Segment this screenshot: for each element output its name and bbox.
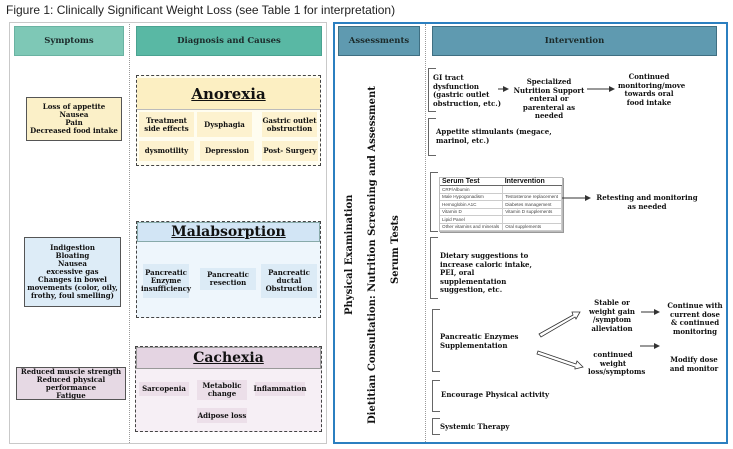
bracket [428,118,436,156]
serum-test: Vitamin D [440,208,504,216]
header-intervention: Intervention [432,26,717,56]
assessment-serum-tests: Serum Tests [390,215,401,285]
dietary-suggestions: Dietary suggestions to increase caloric … [440,251,532,294]
symptom-line: Nausea [59,110,89,119]
header-symptoms: Symptoms [14,26,124,56]
bracket [432,380,440,412]
symptom-line: Changes in bowel [38,275,107,284]
cause-cell: Treatment side effects [139,112,194,137]
table-row: CRP/Albumin [440,185,562,194]
cachexia-title: Cachexia [136,347,321,369]
header-assessments: Assessments [338,26,420,56]
serum-test: Male Hypogonadism [440,193,504,201]
symptom-line: excessive gas [46,267,99,276]
bracket [428,68,436,112]
continued-monitoring: Continued monitoring/move towards oral f… [618,72,686,107]
symptom-line: Loss of appetite [42,102,106,111]
column-divider-left [129,24,130,443]
cause-cell: dysmotility [139,141,194,161]
serum-test: Other vitamins and minerals [440,223,504,231]
continue-current-dose: Continue with current dose & continued m… [667,301,723,336]
cause-cell: Post- Surgery [262,141,318,161]
bracket [432,309,440,372]
symptom-line: Pain [65,118,83,127]
header-diagnosis: Diagnosis and Causes [136,26,322,56]
cause-cell: Sarcopenia [139,382,189,396]
symptom-line: Indigestion [50,243,95,252]
symptoms-malabsorption: Indigestion Bloating Nausea excessive ga… [24,237,121,307]
bracket [430,237,438,299]
cause-cell: Dysphagia [197,112,252,137]
systemic-therapy: Systemic Therapy [440,422,510,431]
anorexia-title: Anorexia [137,78,320,110]
specialized-nutrition: Specialized Nutrition Support enteral or… [513,77,585,120]
continued-weight-loss: continued weight loss/symptoms [588,350,646,376]
symptom-line: Fatigue [56,390,86,400]
serum-header: Serum Test [440,178,503,186]
appetite-stimulants: Appetite stimulants (megace, marinol, et… [436,127,552,145]
serum-test: Lipid Panel [440,215,504,224]
symptoms-anorexia: Loss of appetite Nausea Pain Decreased f… [26,97,122,141]
cause-cell: Adipose loss [197,408,247,423]
cause-cell: Pancreatic ductal Obstruction [261,264,317,298]
symptom-line: Bloating [55,251,90,260]
table-row: Lipid Panel [440,215,562,224]
serum-intervention: Oral supplements [502,223,562,231]
figure-caption: Figure 1: Clinically Significant Weight … [6,3,396,17]
stable-weight-gain: Stable or weight gain /symptom alleviati… [589,298,635,333]
pancreatic-enzymes: Pancreatic Enzymes Supplementation [440,332,519,350]
bracket [430,172,438,232]
assessment-physical-exam: Physical Examination [344,194,355,316]
cause-cell: Inflammation [254,382,307,396]
serum-test: CRP/Albumin [440,185,504,194]
symptom-line: movements (color, oily, [27,283,118,292]
cause-cell: Pancreatic Enzyme insufficiency [141,264,191,298]
serum-intervention [502,185,562,194]
assessment-dietitian: Dietitian Consultation: Nutrition Screen… [367,86,378,424]
symptom-line: Reduced muscle strength [20,366,122,376]
modify-dose: Modify dose and monitor [669,355,719,373]
symptom-line: Nausea [58,259,87,268]
symptoms-cachexia: Reduced muscle strength Reduced physical… [16,367,126,400]
right-panel [333,22,728,444]
cause-cell: Depression [200,141,254,161]
symptom-line: Decreased food intake [30,126,118,135]
serum-header: Intervention [502,178,562,186]
symptom-line: Reduced physical performance [36,374,106,392]
cause-cell: Gastric outlet obstruction [262,112,317,137]
serum-intervention: Testosterone replacement [502,193,562,201]
serum-intervention [502,215,562,224]
symptom-line: frothy, foul smelling) [31,291,114,300]
serum-test-table: Serum Test Intervention CRP/Albumin Male… [439,177,563,232]
gi-dysfunction: GI tract dysfunction (gastric outlet obs… [433,73,502,108]
bracket [432,418,440,435]
encourage-physical-activity: Encourage Physical activity [441,390,550,399]
retesting-monitoring: Retesting and monitoring as needed [596,193,698,211]
column-divider-right [425,24,426,442]
serum-test: Hemoglobin A1C [440,200,504,209]
serum-intervention: Diabetes management [502,200,562,209]
serum-intervention: Vitamin D supplements [502,208,562,216]
malabsorption-title: Malabsorption [137,222,320,242]
cause-cell: Pancreatic resection [200,268,256,290]
cause-cell: Metabolic change [197,380,247,400]
